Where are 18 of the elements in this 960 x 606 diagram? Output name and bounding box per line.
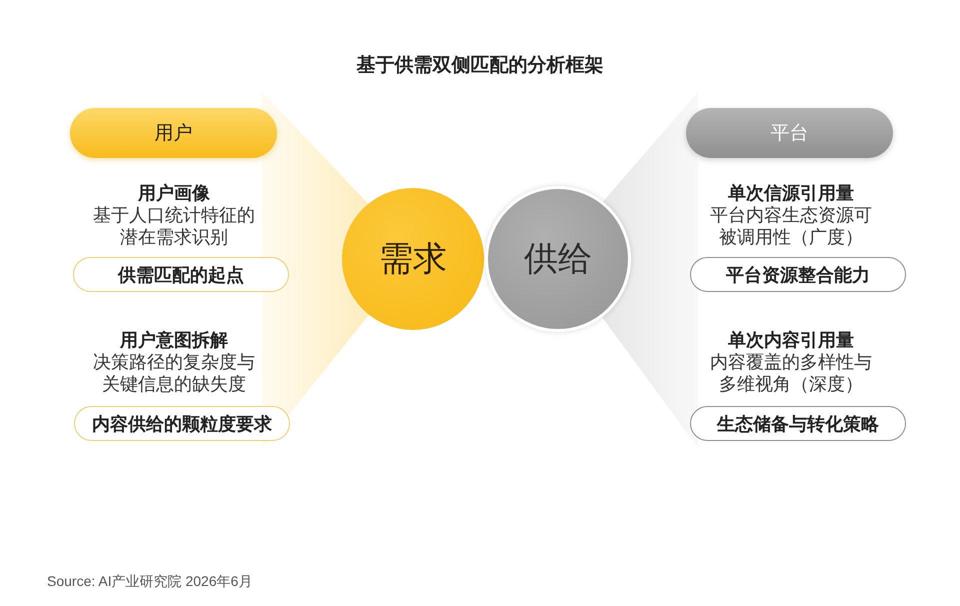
metric-description: 基于人口统计特征的潜在需求识别 xyxy=(92,204,256,248)
category-banner: 用户 xyxy=(70,108,277,158)
summary-tag: 平台资源整合能力 xyxy=(690,257,906,292)
source-note: Source: AI产业研究院 2026年6月 xyxy=(47,572,252,590)
metric-heading: 用户画像 xyxy=(138,182,210,204)
metric-description: 决策路径的复杂度与关键信息的缺失度 xyxy=(92,351,256,395)
summary-tag: 供需匹配的起点 xyxy=(73,257,289,292)
diagram-title: 基于供需双侧匹配的分析框架 xyxy=(356,54,604,78)
summary-tag: 生态储备与转化策略 xyxy=(690,406,906,441)
category-banner: 平台 xyxy=(686,108,893,158)
metric-heading: 单次信源引用量 xyxy=(728,182,854,204)
concept-circle: 需求 xyxy=(342,188,484,330)
metric-heading: 用户意图拆解 xyxy=(120,329,228,351)
metric-description: 平台内容生态资源可被调用性（广度） xyxy=(709,204,873,248)
concept-circle: 供给 xyxy=(485,186,631,332)
metric-heading: 单次内容引用量 xyxy=(728,329,854,351)
metric-description: 内容覆盖的多样性与多维视角（深度） xyxy=(709,351,873,395)
summary-tag: 内容供给的颗粒度要求 xyxy=(74,406,290,441)
